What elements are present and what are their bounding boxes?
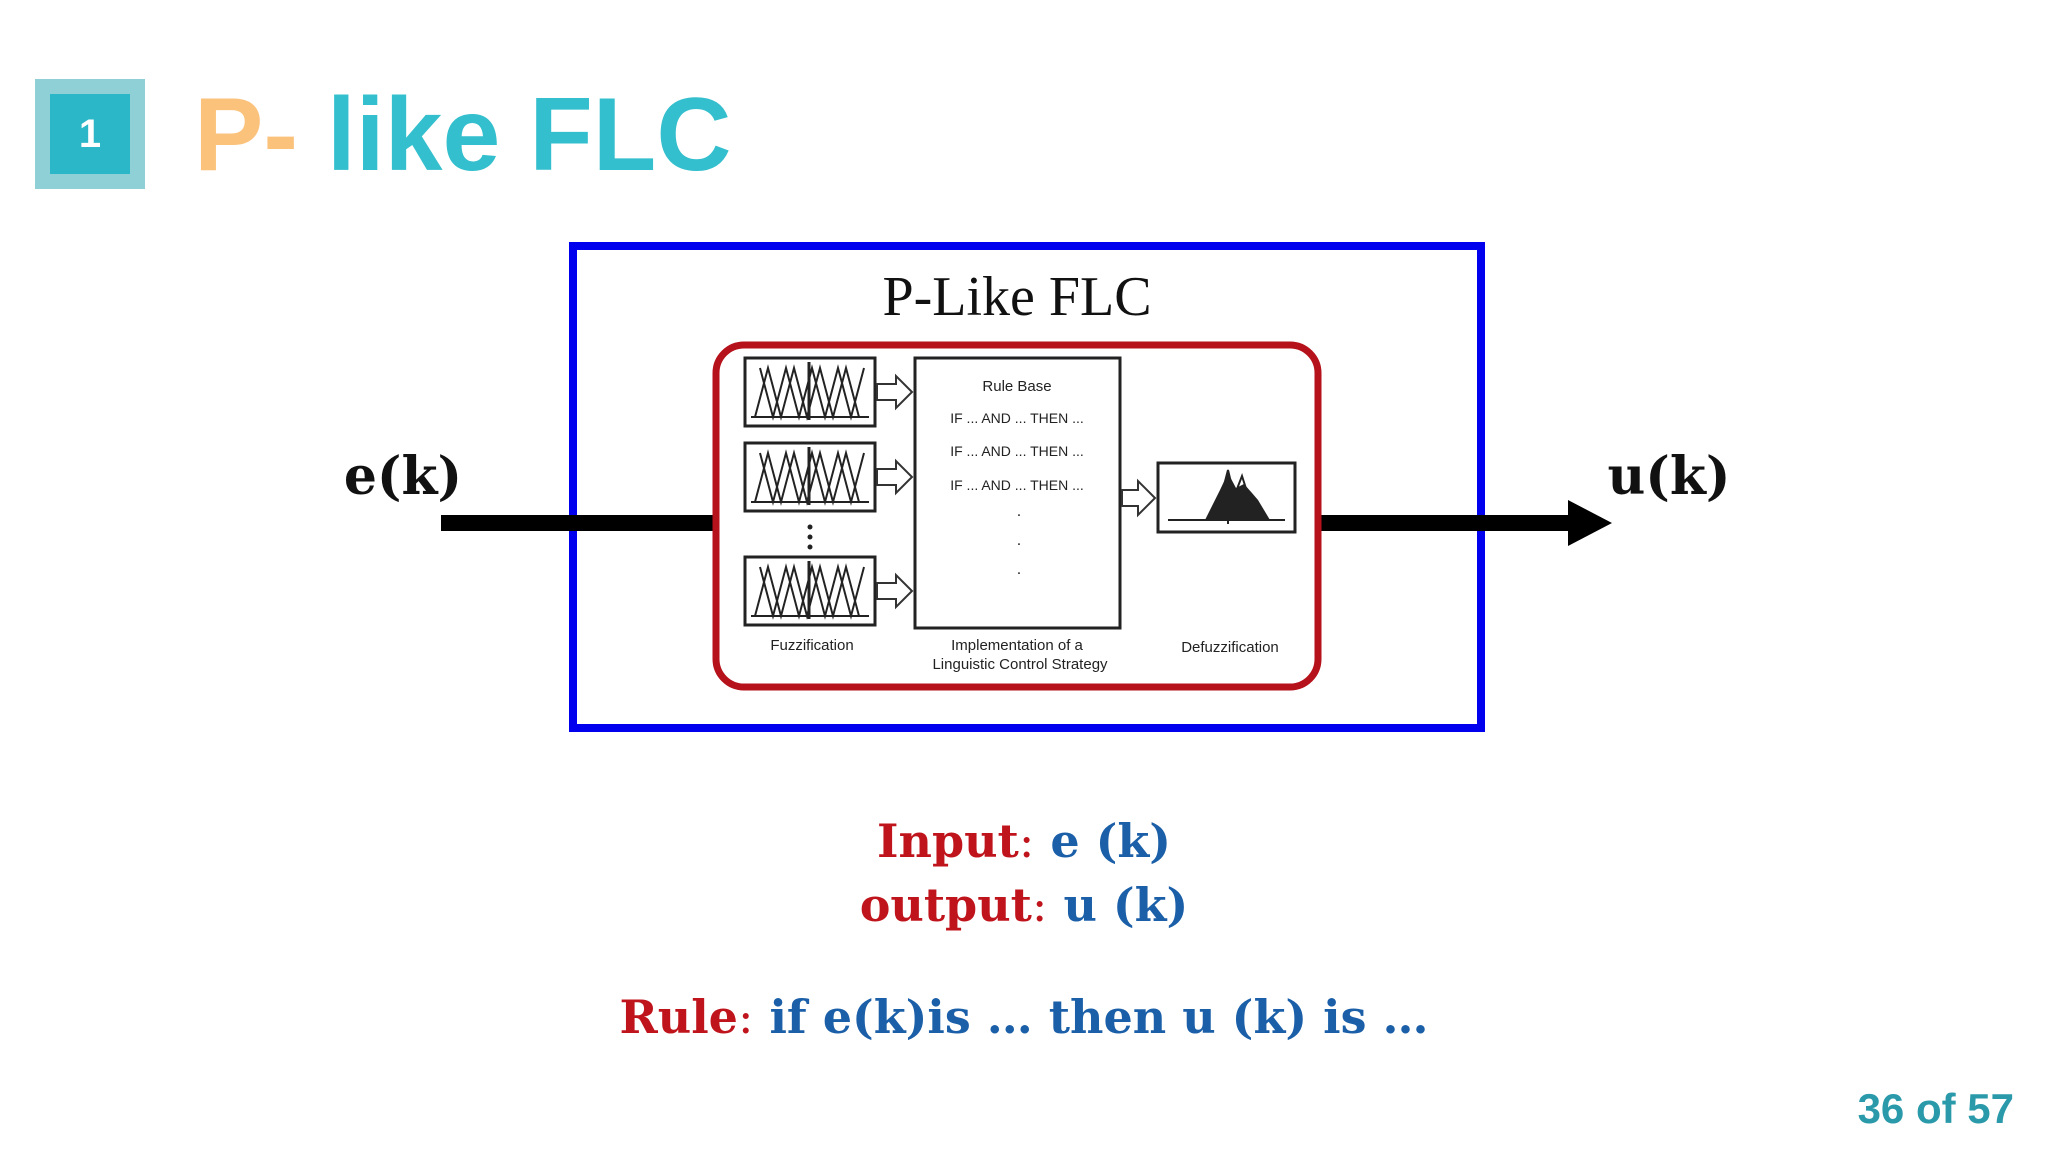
membership-function-box xyxy=(743,555,877,627)
rule-base-dot: . xyxy=(1017,532,1021,549)
slide-title-rest: like FLC xyxy=(298,77,732,193)
fuzzification-label: Fuzzification xyxy=(770,637,853,654)
output-signal-label: u(k) xyxy=(1607,446,1730,507)
section-number-badge: 1 xyxy=(35,79,145,189)
defuzzify-arrow xyxy=(1121,478,1157,518)
membership-function-box xyxy=(743,441,877,513)
vertical-ellipsis xyxy=(807,524,813,550)
slide-title-prefix: P- xyxy=(194,77,298,193)
rule-base-rule: IF ... AND ... THEN ... xyxy=(950,477,1084,493)
output-arrowhead xyxy=(1568,500,1612,546)
rule-base-rule: IF ... AND ... THEN ... xyxy=(950,410,1084,426)
output-key: output xyxy=(859,878,1032,932)
defuzzification-box xyxy=(1156,461,1297,534)
rule-base-dot: . xyxy=(1017,503,1021,520)
output-value: u (k) xyxy=(1063,878,1189,932)
rule-line-text: Rule: if e(k)is … then u (k) is … xyxy=(619,990,1429,1044)
implementation-label-line1: Implementation of a xyxy=(951,637,1083,654)
rule-key: Rule xyxy=(619,990,738,1044)
rule-base-box xyxy=(913,356,1122,630)
page-number: 36 of 57 xyxy=(1857,1085,2014,1132)
defuzzification-label: Defuzzification xyxy=(1181,639,1279,656)
section-number: 1 xyxy=(50,94,130,174)
membership-function-box xyxy=(743,356,877,428)
output-line-text: output: u (k) xyxy=(859,878,1189,932)
input-value: e (k) xyxy=(1050,814,1172,868)
input-signal-label: e(k) xyxy=(344,446,462,507)
rule-text: if e(k)is … then u (k) is … xyxy=(769,990,1429,1044)
input-line-text: Input: e (k) xyxy=(876,814,1172,868)
rule-base-heading: Rule Base xyxy=(982,378,1051,395)
input-key: Input xyxy=(876,814,1019,868)
rule-base-dot: . xyxy=(1017,561,1021,578)
fuzzify-arrows xyxy=(876,373,914,610)
implementation-label-line2: Linguistic Control Strategy xyxy=(932,656,1108,673)
diagram-title: P-Like FLC xyxy=(882,266,1151,328)
rule-base-rule: IF ... AND ... THEN ... xyxy=(950,443,1084,459)
slide-title: P- like FLC xyxy=(194,70,731,200)
